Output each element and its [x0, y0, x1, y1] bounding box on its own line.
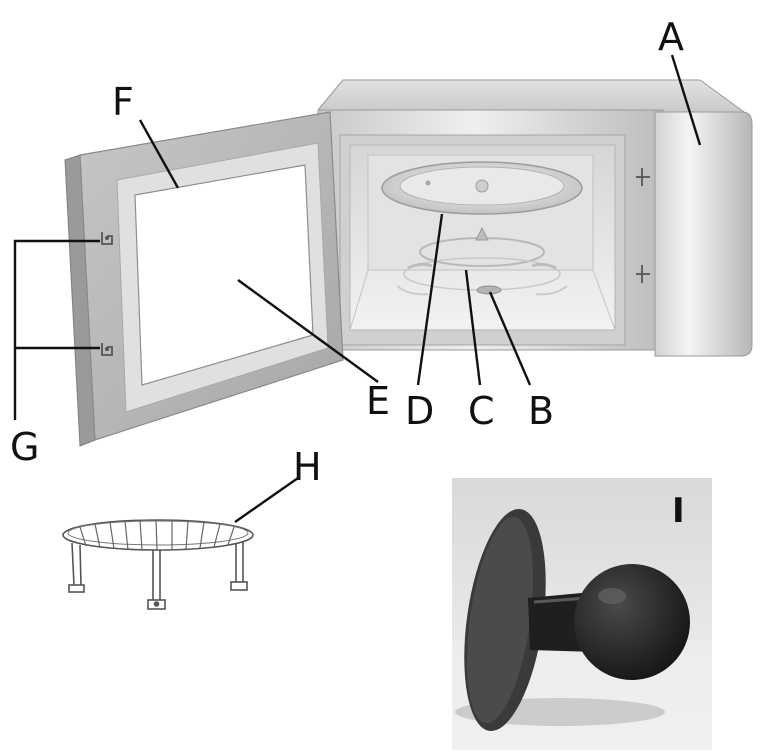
- label-b: B: [528, 389, 554, 433]
- knob-ball: [574, 564, 690, 680]
- leader-f: [138, 119, 180, 189]
- label-c: C: [468, 389, 495, 433]
- leader-h: [234, 477, 299, 523]
- latch-slot-lower: [636, 265, 650, 283]
- suction-knob-photo: I: [452, 478, 712, 750]
- rack-rim: [62, 519, 254, 551]
- leader-e: [237, 279, 379, 383]
- rack-leg: [147, 550, 166, 610]
- label-i: I: [672, 491, 685, 531]
- turntable-shaft: [475, 226, 489, 241]
- latch-hook-icon: [101, 343, 113, 356]
- leader-d: [416, 213, 444, 386]
- glass-turntable: [381, 161, 583, 215]
- microwave-door: [64, 111, 344, 447]
- rack-bars: [79, 519, 235, 551]
- rack-leg: [230, 541, 248, 591]
- leader-a: [670, 54, 702, 146]
- label-h: H: [293, 445, 322, 489]
- grill-rack: [62, 519, 254, 610]
- rack-leg: [68, 542, 85, 593]
- latch-hook-icon: [101, 232, 113, 245]
- leader-g: [13, 239, 100, 420]
- label-g: G: [10, 425, 39, 469]
- leader-lines: [13, 54, 702, 523]
- label-a: A: [658, 15, 684, 59]
- part-labels: A F E D C B G H: [10, 15, 684, 489]
- latch-slot-upper: [636, 168, 650, 186]
- leader-c: [464, 269, 482, 386]
- leader-b: [488, 291, 532, 386]
- label-d: D: [405, 389, 434, 433]
- microwave-body: [317, 79, 753, 357]
- turntable-coupler: [476, 285, 502, 295]
- control-panel: [654, 111, 753, 357]
- label-f: F: [112, 80, 134, 124]
- label-e: E: [366, 379, 390, 423]
